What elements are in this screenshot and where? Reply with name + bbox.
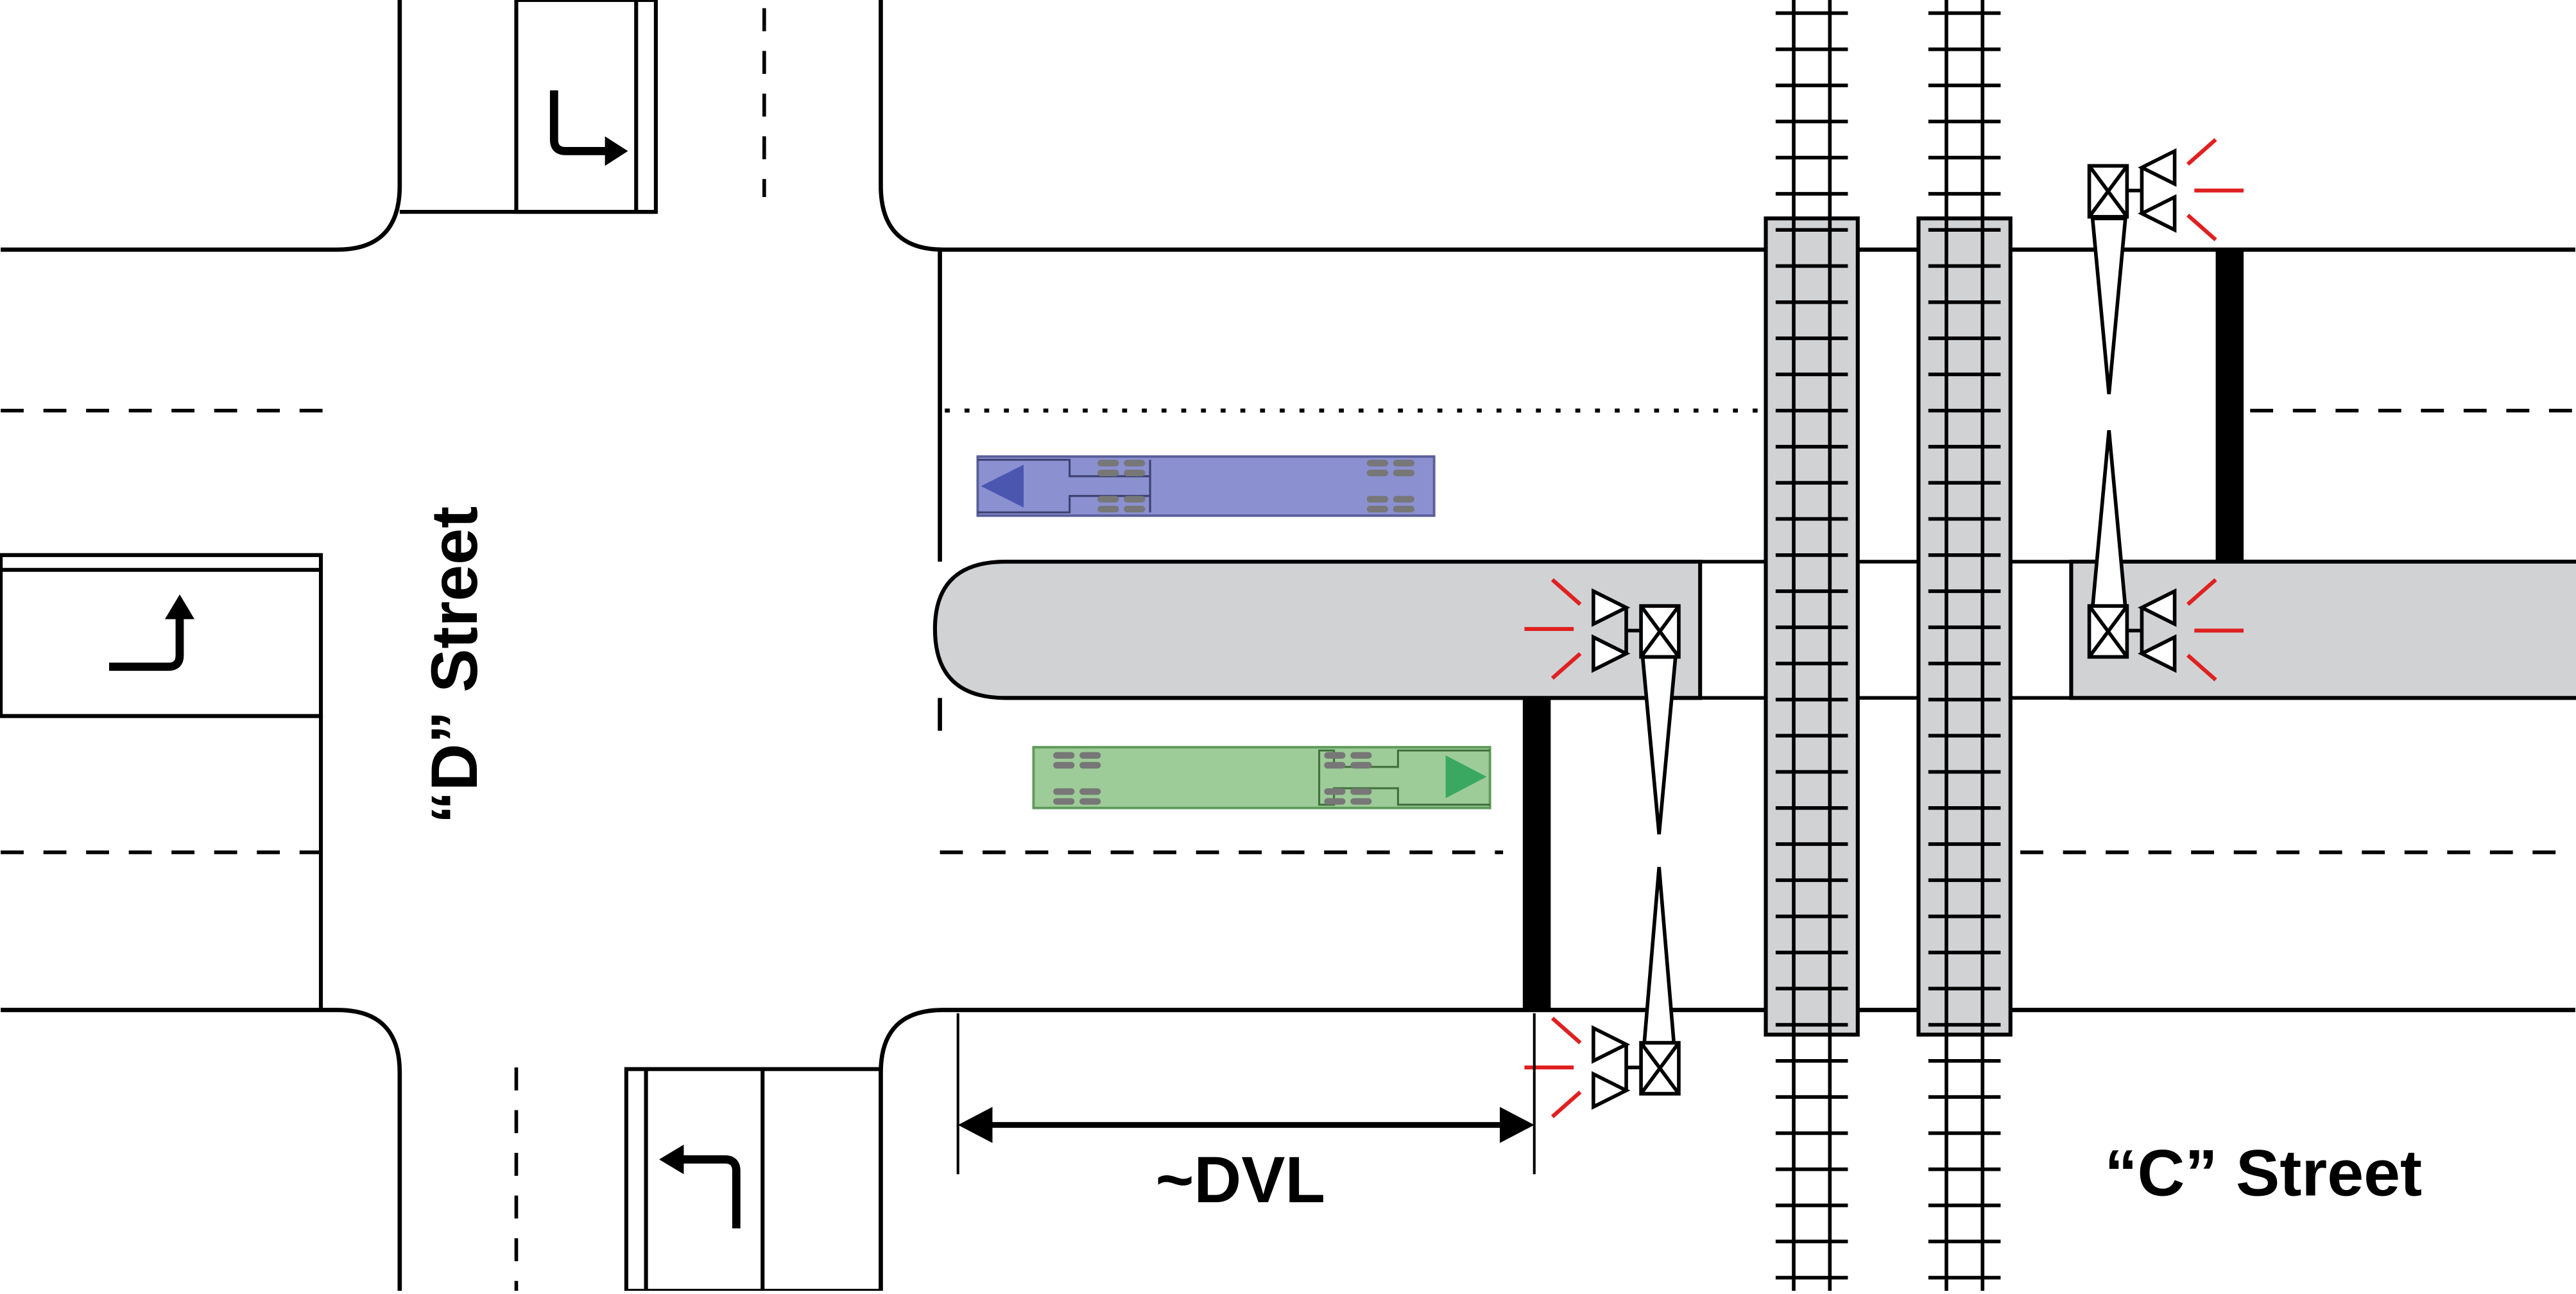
distance-label: ~DVL	[1156, 1143, 1325, 1216]
flashing-light-icon	[2186, 578, 2244, 682]
rail-track-2	[1928, 0, 2001, 1291]
median-gap-lines	[1700, 560, 2072, 700]
crossing-signal-east-median	[2087, 588, 2177, 673]
rail-track-1	[1775, 0, 1848, 1291]
bus-icon	[1032, 746, 1491, 809]
flashing-light-icon	[1524, 578, 1582, 680]
right-turn-arrow-icon	[108, 594, 195, 671]
dimension-line	[956, 1013, 1536, 1175]
crossing-gate-icon	[2090, 216, 2127, 610]
main-street-label: “C” Street	[2104, 1136, 2422, 1210]
left-turn-arrow-icon	[659, 1144, 741, 1229]
crossing-signal-west-curb	[1592, 1025, 1681, 1110]
stop-bar-westbound	[2215, 249, 2244, 562]
flashing-light-icon	[1524, 1016, 1582, 1119]
median-islands	[932, 559, 2576, 700]
bus-wheels	[1097, 460, 1415, 513]
bus-wheels	[1053, 752, 1372, 805]
bus-icon	[976, 455, 1436, 517]
crossing-signal-west-median	[1592, 588, 1681, 673]
lane-markings	[1, 8, 2575, 1291]
right-turn-arrow-icon	[549, 90, 628, 166]
crossing-gate-icon	[1640, 655, 1678, 1045]
stop-bar-eastbound	[1522, 698, 1551, 1010]
crossing-signal-east-curb	[2087, 148, 2177, 233]
cross-street-label: “D” Street	[417, 506, 491, 824]
flashing-light-icon	[2186, 138, 2244, 241]
